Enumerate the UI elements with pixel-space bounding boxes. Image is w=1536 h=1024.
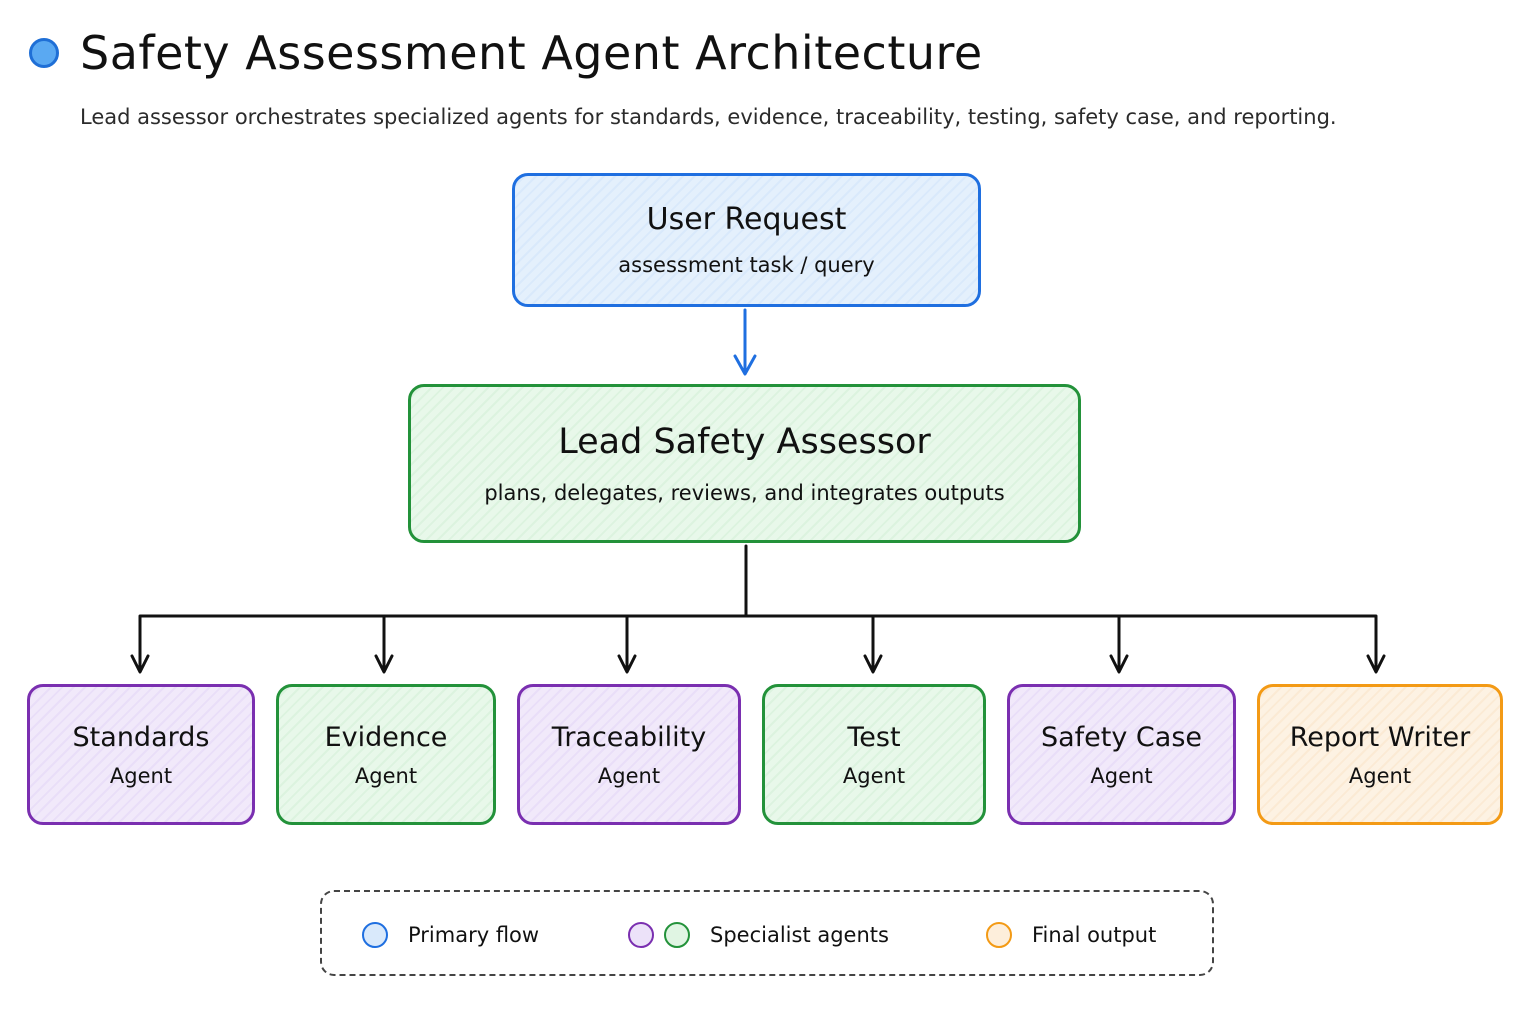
- legend-item-specialist-agents: Specialist agents: [628, 892, 889, 978]
- agent-subtitle: Agent: [1348, 763, 1412, 788]
- edge-to-standards: [130, 616, 150, 674]
- agent-title: Evidence: [324, 721, 448, 753]
- legend-orange-circle-icon: [986, 922, 1012, 948]
- edge-to-report-writer: [1366, 616, 1386, 674]
- legend-label: Primary flow: [408, 923, 540, 947]
- edge-to-test: [863, 616, 883, 674]
- legend-item-final-output: Final output: [986, 892, 1156, 978]
- agent-subtitle: Agent: [1090, 763, 1153, 788]
- legend-green-circle-icon: [664, 922, 690, 948]
- node-user-request-subtitle: assessment task / query: [618, 253, 875, 277]
- legend: Primary flow Specialist agents Final out…: [320, 890, 1214, 976]
- agent-title: Test: [847, 721, 901, 753]
- edge-to-traceability: [617, 616, 637, 674]
- legend-purple-circle-icon: [628, 922, 654, 948]
- legend-blue-circle-icon: [362, 922, 388, 948]
- edge-to-evidence: [374, 616, 394, 674]
- page-subtitle: Lead assessor orchestrates specialized a…: [80, 105, 1337, 129]
- node-user-request[interactable]: User Request assessment task / query: [512, 173, 981, 307]
- edge-to-safety-case: [1109, 616, 1129, 674]
- agent-subtitle: Agent: [597, 763, 661, 788]
- node-user-request-title: User Request: [646, 202, 847, 237]
- agent-title: Standards: [72, 721, 210, 753]
- agent-title: Report Writer: [1289, 721, 1471, 753]
- agent-subtitle: Agent: [109, 763, 173, 788]
- node-standards-agent[interactable]: Standards Agent: [27, 684, 255, 825]
- edge-lead-trunk: [138, 544, 1378, 618]
- legend-label: Specialist agents: [710, 923, 889, 947]
- node-traceability-agent[interactable]: Traceability Agent: [517, 684, 741, 825]
- legend-item-primary-flow: Primary flow: [362, 892, 539, 978]
- node-safety-case-agent[interactable]: Safety Case Agent: [1007, 684, 1236, 825]
- node-lead-title: Lead Safety Assessor: [558, 421, 931, 462]
- node-test-agent[interactable]: Test Agent: [762, 684, 986, 825]
- agent-subtitle: Agent: [842, 763, 906, 788]
- agent-subtitle: Agent: [354, 763, 418, 788]
- title-dot-icon: [29, 38, 59, 68]
- node-lead-subtitle: plans, delegates, reviews, and integrate…: [484, 480, 1005, 505]
- agent-title: Traceability: [551, 721, 707, 753]
- node-report-writer-agent[interactable]: Report Writer Agent: [1257, 684, 1503, 825]
- legend-label: Final output: [1032, 923, 1157, 947]
- node-evidence-agent[interactable]: Evidence Agent: [276, 684, 496, 825]
- agent-title: Safety Case: [1040, 721, 1203, 753]
- edge-user-to-lead: [733, 308, 757, 376]
- node-lead-safety-assessor[interactable]: Lead Safety Assessor plans, delegates, r…: [408, 384, 1081, 543]
- page-title: Safety Assessment Agent Architecture: [80, 26, 983, 80]
